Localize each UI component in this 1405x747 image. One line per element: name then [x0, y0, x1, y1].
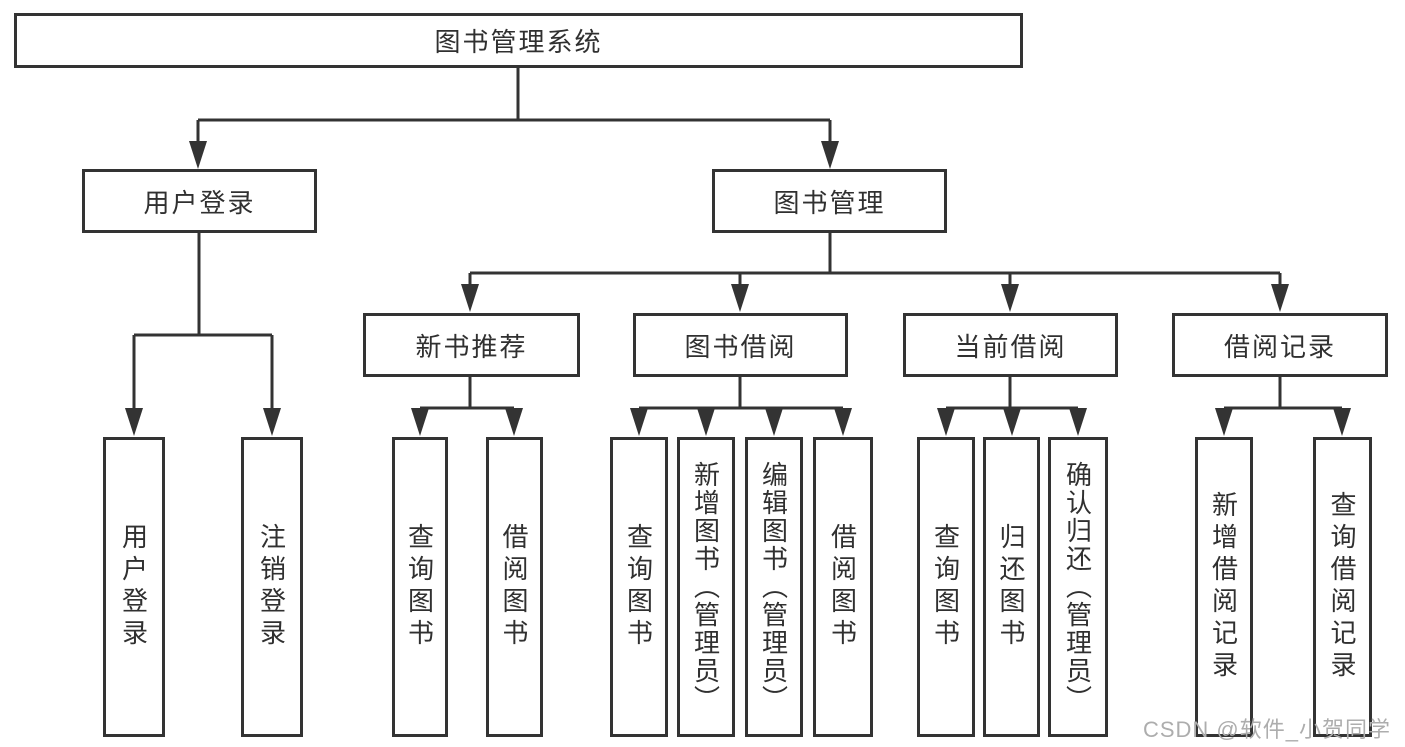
leaf-query-books-borrow-label: 查询图书 [623, 523, 654, 651]
node-new-book-recommend-label: 新书推荐 [415, 331, 528, 362]
node-current-borrow-label: 当前借阅 [954, 331, 1067, 362]
leaf-return-books-label: 归还图书 [996, 523, 1026, 651]
leaf-confirm-return-admin-label: 确认归还（管理员） [1062, 461, 1093, 713]
leaf-user-login: 用户登录 [103, 437, 165, 737]
leaf-add-books-admin: 新增图书（管理员） [677, 437, 735, 737]
leaf-user-login-label: 用户登录 [118, 523, 149, 651]
node-user-login: 用户登录 [82, 169, 317, 233]
leaf-edit-books-admin: 编辑图书（管理员） [745, 437, 803, 737]
leaf-logout: 注销登录 [241, 437, 303, 737]
leaf-logout-label: 注销登录 [256, 523, 287, 651]
node-root: 图书管理系统 [14, 13, 1023, 68]
leaf-query-books-borrow: 查询图书 [610, 437, 668, 737]
node-book-borrow: 图书借阅 [633, 313, 848, 377]
leaf-borrow-books: 借阅图书 [813, 437, 873, 737]
node-borrow-records: 借阅记录 [1172, 313, 1388, 377]
leaf-add-books-admin-label: 新增图书（管理员） [690, 461, 721, 713]
node-current-borrow: 当前借阅 [903, 313, 1118, 377]
leaf-query-borrow-record-label: 查询借阅记录 [1327, 491, 1357, 683]
leaf-add-borrow-record-label: 新增借阅记录 [1208, 491, 1239, 683]
leaf-query-books-recommend-label: 查询图书 [404, 523, 435, 651]
node-book-management: 图书管理 [712, 169, 947, 233]
node-book-management-label: 图书管理 [773, 187, 886, 218]
leaf-add-borrow-record: 新增借阅记录 [1195, 437, 1253, 737]
node-user-login-label: 用户登录 [143, 187, 256, 218]
leaf-query-books-recommend: 查询图书 [392, 437, 448, 737]
csdn-watermark: CSDN @软件_小贺同学 [1142, 717, 1391, 742]
leaf-confirm-return-admin: 确认归还（管理员） [1048, 437, 1108, 737]
leaf-edit-books-admin-label: 编辑图书（管理员） [758, 461, 789, 713]
node-new-book-recommend: 新书推荐 [363, 313, 580, 377]
leaf-borrow-books-label: 借阅图书 [827, 523, 858, 651]
leaf-query-books-current: 查询图书 [917, 437, 975, 737]
leaf-return-books: 归还图书 [983, 437, 1040, 737]
node-borrow-records-label: 借阅记录 [1223, 331, 1336, 362]
node-book-borrow-label: 图书借阅 [684, 331, 797, 362]
leaf-borrow-books-recommend: 借阅图书 [486, 437, 543, 737]
node-root-label: 图书管理系统 [434, 27, 603, 57]
leaf-query-borrow-record: 查询借阅记录 [1313, 437, 1372, 737]
leaf-borrow-books-recommend-label: 借阅图书 [499, 523, 529, 651]
leaf-query-books-current-label: 查询图书 [930, 523, 961, 651]
